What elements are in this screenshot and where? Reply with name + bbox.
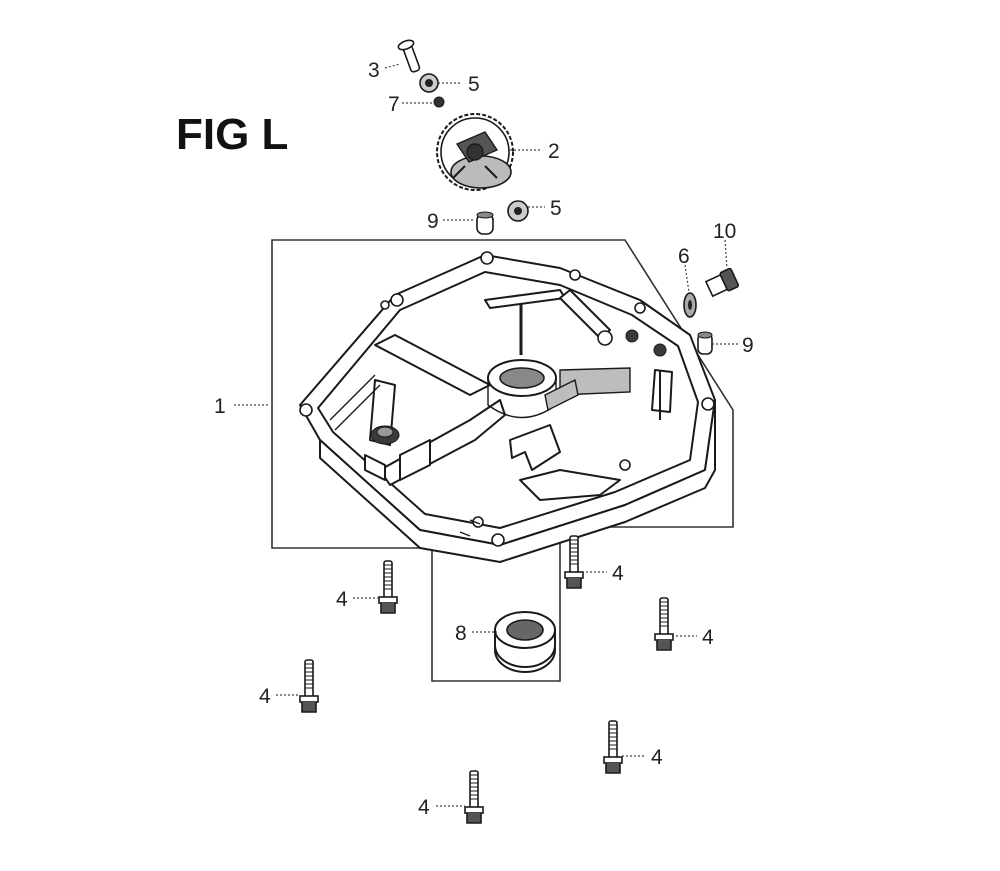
callout-7: 7 [388,93,400,116]
clip [433,96,445,108]
flange-bolt-e [603,720,623,774]
sealing-washer [683,292,697,318]
governor-gear [436,113,514,191]
crankcase-cover [299,251,716,563]
callout-10: 10 [713,220,736,243]
callout-5b: 5 [550,197,562,220]
figure-title: FIG L [176,110,288,159]
callout-8: 8 [455,622,467,645]
oil-seal [494,611,556,673]
flange-bolt-d [299,659,319,713]
callout-2: 2 [548,140,560,163]
callout-4d: 4 [259,685,271,708]
washer-upper [419,73,439,93]
flange-bolt-b [564,535,584,589]
flange-bolt-f [464,770,484,824]
callout-4e: 4 [651,746,663,769]
callout-3: 3 [368,59,380,82]
leader-lines [234,63,738,807]
flange-bolt-c [654,597,674,651]
callout-5a: 5 [468,73,480,96]
callout-9a: 9 [427,210,439,233]
callout-9b: 9 [742,334,754,357]
governor-shaft [397,39,421,73]
callout-1: 1 [214,395,226,418]
callout-4c: 4 [702,626,714,649]
callout-4a: 4 [336,588,348,611]
drain-bolt [704,267,740,298]
washer-lower [507,200,529,222]
dowel-pin-upper [476,211,494,235]
callout-labels: 1 2 3 4 4 4 4 4 4 5 5 6 7 8 9 9 10 [214,59,754,819]
callout-6: 6 [678,245,690,268]
dowel-pin-right [697,331,713,355]
callout-frame [271,239,734,682]
flange-bolt-a [378,560,398,614]
callout-4f: 4 [418,796,430,819]
callout-4b: 4 [612,562,624,585]
